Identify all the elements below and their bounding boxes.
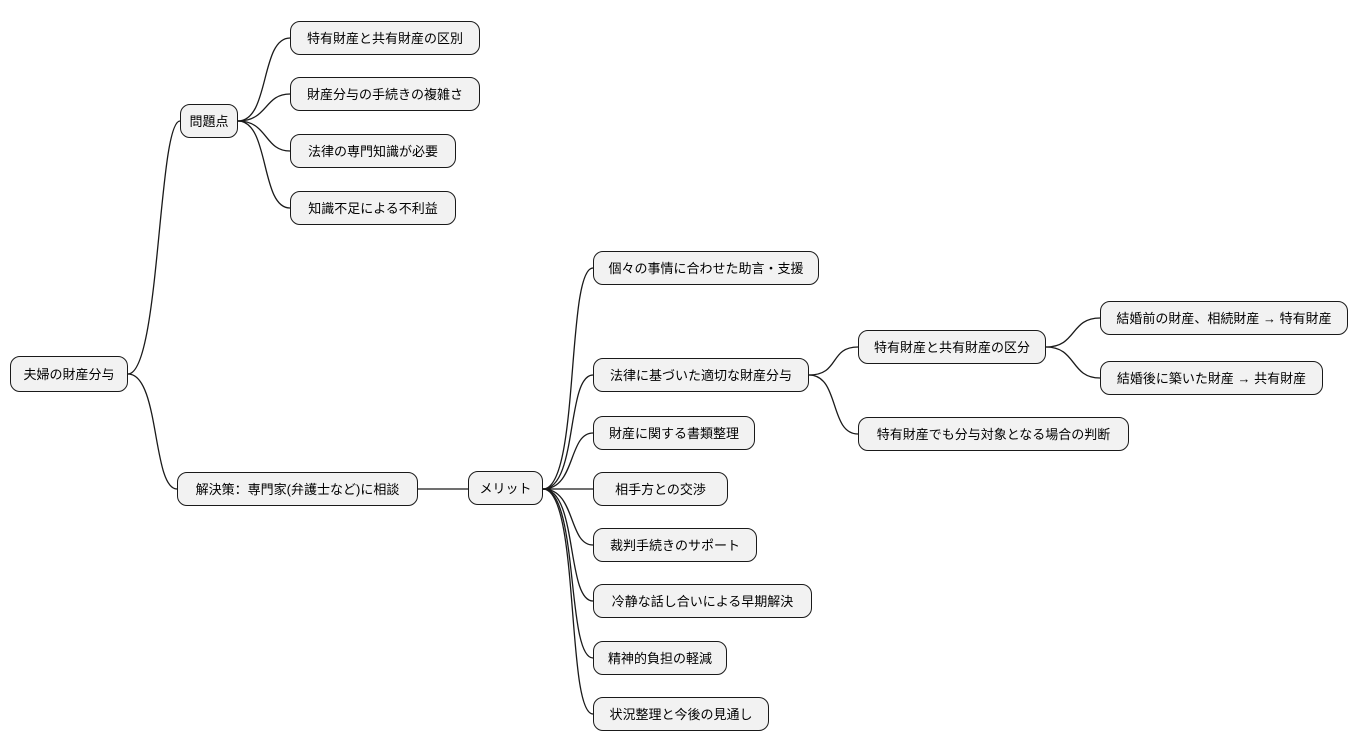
edge-problems-4 <box>237 120 291 209</box>
edge-law-division <box>808 346 859 376</box>
node-merit: メリット <box>468 471 543 505</box>
edge-root-problems <box>127 120 181 375</box>
node-merit-lawful-division: 法律に基づいた適切な財産分与 <box>593 358 809 392</box>
node-problems: 問題点 <box>180 104 238 138</box>
edge-root-solution <box>127 373 178 490</box>
node-classification-postmarital: 結婚後に築いた財産 → 共有財産 <box>1100 361 1323 395</box>
edge-merit-2 <box>542 374 594 490</box>
node-merit-outlook: 状況整理と今後の見通し <box>593 697 769 731</box>
edge-problems-2 <box>237 93 291 122</box>
node-solution-consult-expert: 解決策：専門家(弁護士など)に相談 <box>177 472 418 506</box>
node-merit-court-support: 裁判手続きのサポート <box>593 528 757 562</box>
node-problem-asset-distinction: 特有財産と共有財産の区別 <box>290 21 480 55</box>
node-merit-mental-burden: 精神的負担の軽減 <box>593 641 727 675</box>
node-merit-individual-advice: 個々の事情に合わせた助言・支援 <box>593 251 819 285</box>
node-problem-procedure-complexity: 財産分与の手続きの複雑さ <box>290 77 480 111</box>
edge-merit-7 <box>542 488 594 659</box>
edge-division-1 <box>1045 317 1101 348</box>
edge-merit-5 <box>542 488 594 546</box>
node-root: 夫婦の財産分与 <box>10 356 128 392</box>
edge-division-2 <box>1045 346 1101 379</box>
edge-merit-8 <box>542 488 594 715</box>
edge-problems-3 <box>237 120 291 152</box>
edge-problems-1 <box>237 37 291 122</box>
edge-merit-6 <box>542 488 594 602</box>
node-problem-knowledge-disadvantage: 知識不足による不利益 <box>290 191 456 225</box>
node-merit-document-organization: 財産に関する書類整理 <box>593 416 755 450</box>
node-merit-early-resolution: 冷静な話し合いによる早期解決 <box>593 584 812 618</box>
node-classification-premarital: 結婚前の財産、相続財産 → 特有財産 <box>1100 301 1348 335</box>
edge-merit-3 <box>542 432 594 490</box>
node-merit-negotiation: 相手方との交渉 <box>593 472 728 506</box>
edge-merit-1 <box>542 267 594 490</box>
node-problem-legal-expertise: 法律の専門知識が必要 <box>290 134 456 168</box>
edge-law-judgment <box>808 374 859 435</box>
node-law-division-judgment: 特有財産でも分与対象となる場合の判断 <box>858 417 1129 451</box>
node-law-asset-classification: 特有財産と共有財産の区分 <box>858 330 1046 364</box>
